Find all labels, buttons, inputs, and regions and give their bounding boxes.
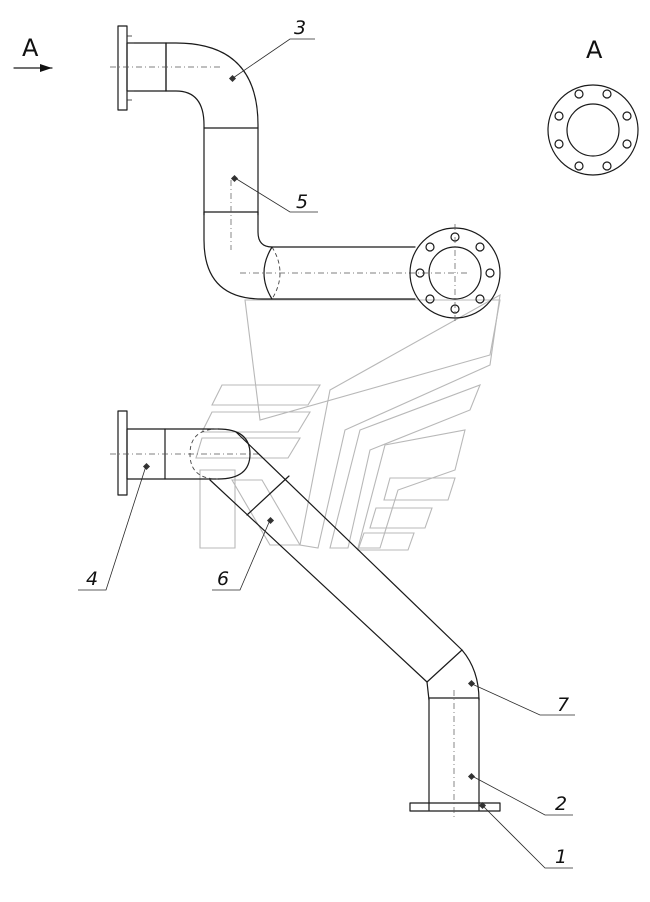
callout-1: 1 [555,846,567,868]
callout-5: 5 [296,191,308,213]
section-view-label: A [586,36,603,64]
leader-lines [78,38,575,869]
section-view-a: A [547,36,639,176]
callout-labels: 3 5 4 6 7 2 1 [86,17,569,868]
callout-7: 7 [557,694,569,716]
lower-pipe-assembly [110,410,501,818]
callout-2: 2 [555,793,567,815]
callout-4: 4 [86,568,98,590]
watermark-logo [195,293,501,551]
upper-pipe-assembly [110,25,501,322]
view-arrow-label: A [22,34,39,62]
callout-3: 3 [294,17,306,39]
view-arrow-a: A [13,34,53,72]
callout-6: 6 [217,568,229,590]
leader-dots [142,74,487,810]
